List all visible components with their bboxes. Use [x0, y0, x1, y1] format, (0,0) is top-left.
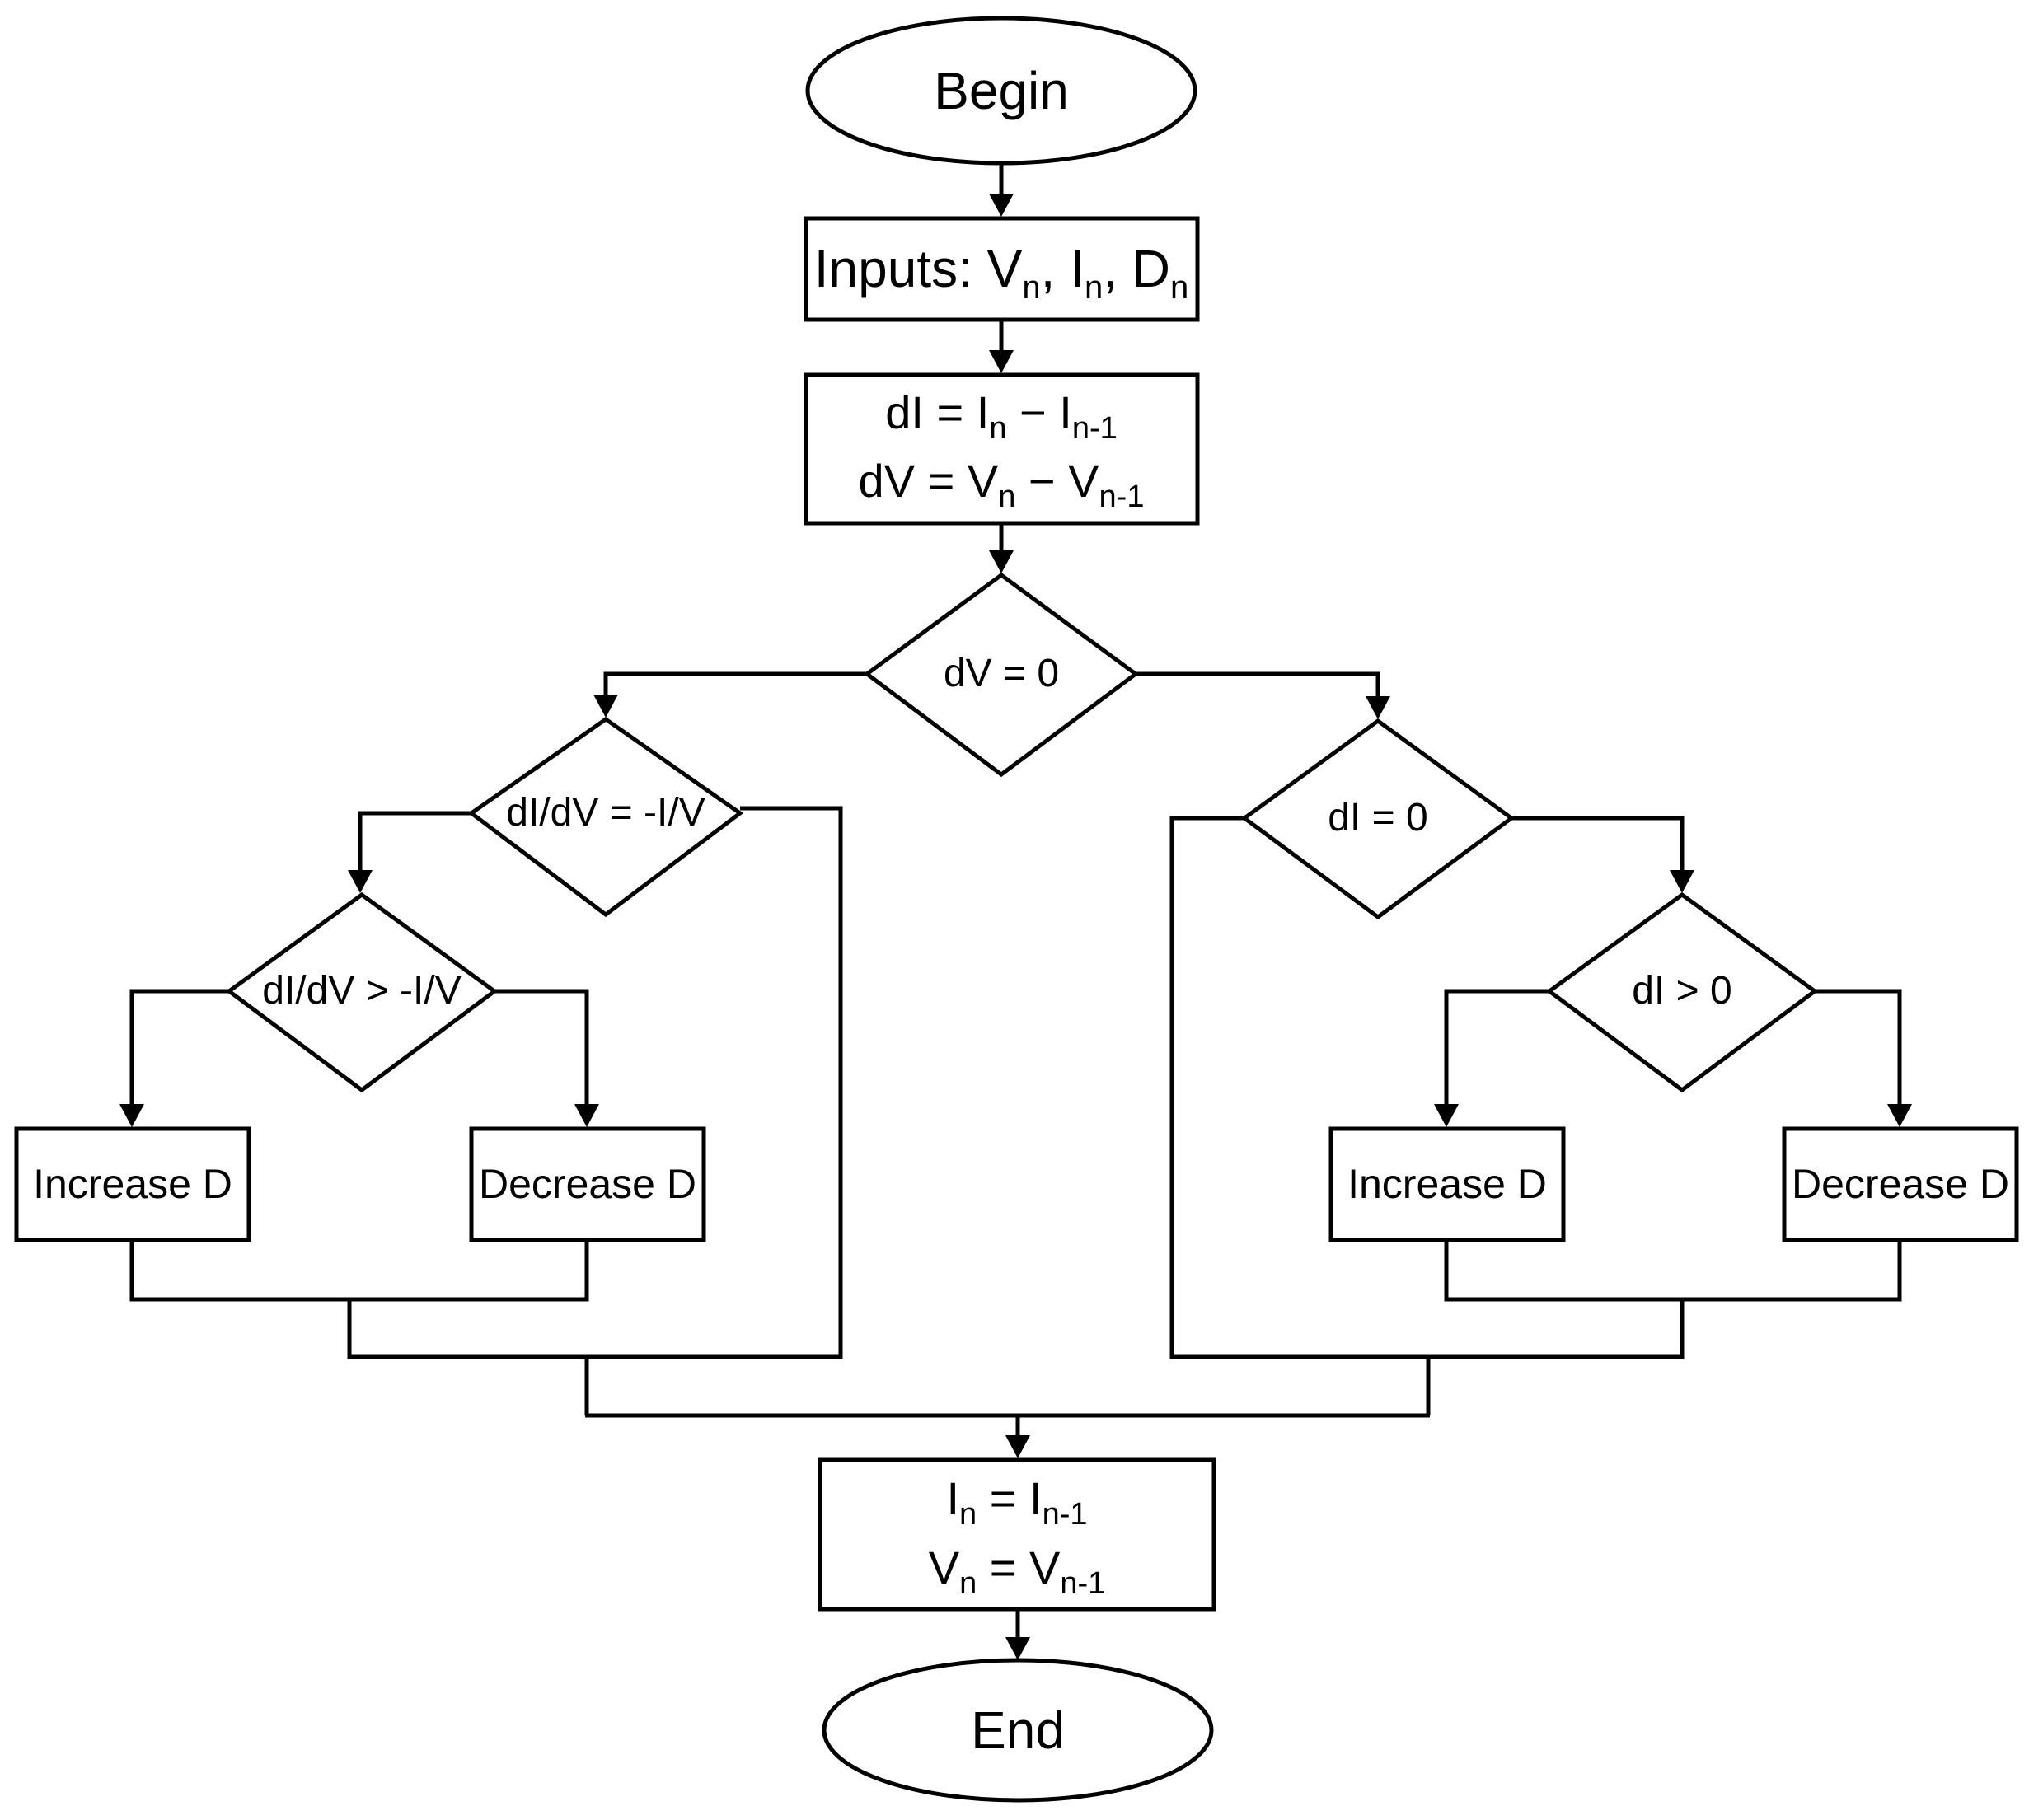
action-decrease-left: Decrease D — [469, 1126, 706, 1242]
end-terminal: End — [822, 1658, 1214, 1803]
increase-right-label: Increase D — [1347, 1161, 1547, 1207]
decision-didv-equal-label: dI/dV = -I/V — [506, 791, 705, 835]
decision-di-zero-label: dI = 0 — [1328, 796, 1427, 840]
di-equation: dI = In − In-1 — [885, 386, 1118, 446]
decrease-left-label: Decrease D — [479, 1161, 696, 1207]
decision-didv-greater-label: dI/dV > -I/V — [262, 969, 461, 1013]
arrowhead — [989, 550, 1014, 573]
decrease-right-label: Decrease D — [1792, 1161, 2009, 1207]
i-update-equation: In = In-1 — [946, 1472, 1087, 1532]
decision-didv-equal: dI/dV = -I/V — [467, 716, 744, 918]
action-increase-left: Increase D — [14, 1126, 251, 1242]
decision-di-positive: dI > 0 — [1545, 891, 1819, 1093]
arrowhead — [1434, 1104, 1459, 1127]
arrowhead — [1005, 1435, 1030, 1458]
arrowhead — [1366, 696, 1390, 719]
arrowhead — [989, 194, 1014, 217]
arrowhead — [1670, 870, 1694, 893]
arrowhead — [119, 1104, 144, 1127]
decision-didv-greater: dI/dV > -I/V — [225, 891, 499, 1093]
decision-dv-zero-label: dV = 0 — [944, 652, 1059, 695]
decision-di-positive-label: dI > 0 — [1632, 969, 1731, 1013]
arrowhead — [1005, 1637, 1030, 1660]
begin-terminal: Begin — [805, 16, 1197, 166]
arrowhead — [1887, 1104, 1912, 1127]
dv-equation: dV = Vn − Vn-1 — [859, 455, 1145, 514]
action-decrease-right: Decrease D — [1782, 1126, 2019, 1242]
difference-process: dI = In − In-1 dV = Vn − Vn-1 — [804, 372, 1200, 526]
arrowhead — [348, 870, 373, 893]
connectors — [119, 163, 1912, 1660]
increase-left-label: Increase D — [33, 1161, 232, 1207]
v-update-equation: Vn = Vn-1 — [929, 1542, 1106, 1601]
inputs-process: Inputs: Vn, In, Dn — [804, 216, 1200, 322]
end-label: End — [971, 1701, 1065, 1760]
update-process: In = In-1 Vn = Vn-1 — [818, 1457, 1216, 1612]
decision-dv-zero: dV = 0 — [863, 572, 1140, 778]
arrowhead — [574, 1104, 599, 1127]
action-increase-right: Increase D — [1328, 1126, 1566, 1242]
arrowhead — [593, 695, 618, 718]
decision-di-zero: dI = 0 — [1240, 718, 1516, 920]
inputs-label: Inputs: Vn, In, Dn — [814, 239, 1188, 306]
arrowhead — [989, 350, 1014, 373]
begin-label: Begin — [934, 61, 1069, 120]
